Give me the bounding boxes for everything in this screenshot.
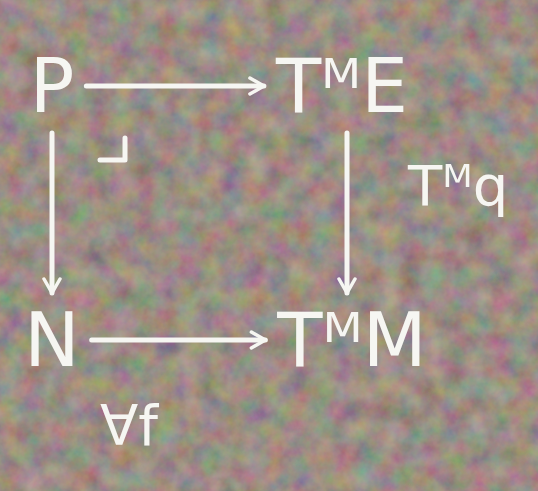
morphism-arrow <box>344 133 349 293</box>
math-object: TᴹM <box>273 301 430 379</box>
morphism-arrow <box>86 84 264 89</box>
math-object: TᴹE <box>272 47 412 125</box>
object-label: N <box>24 303 79 377</box>
arrow-label: Tᴹq <box>408 158 508 214</box>
object-label: TᴹE <box>276 49 408 123</box>
morphism-arrow <box>92 338 266 343</box>
pullback-corner <box>100 138 125 160</box>
object-label: TᴹM <box>277 303 426 377</box>
arrow-label: ∀f <box>100 398 158 454</box>
object-label: P <box>30 49 75 123</box>
math-object: N <box>20 301 83 379</box>
math-object: P <box>26 47 79 125</box>
morphism-arrow <box>49 133 54 293</box>
